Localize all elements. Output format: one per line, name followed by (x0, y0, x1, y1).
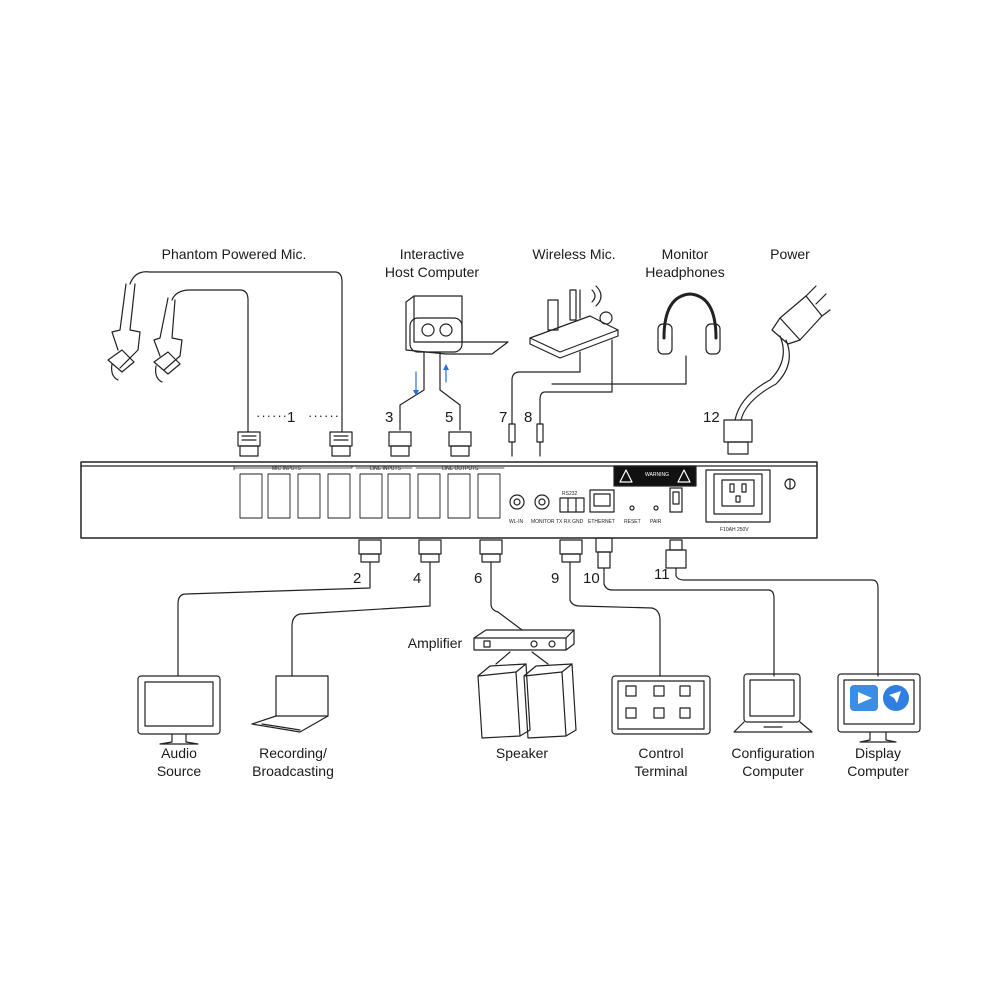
callout-10: 10 (583, 570, 600, 587)
callout-4: 4 (413, 570, 422, 587)
plug-2-icon (358, 539, 382, 563)
ground-screw-icon (784, 478, 796, 490)
callout-2: 2 (353, 570, 362, 587)
plug-9-icon (559, 539, 583, 563)
display-computer-label-line2: Computer (847, 763, 909, 779)
speaker-left-icon (477, 663, 531, 739)
monitor-out-jack-icon (534, 494, 550, 510)
warning-label (613, 465, 697, 487)
power-inlet-icon (705, 469, 771, 523)
line-out-plug-icon (448, 431, 472, 457)
plug-6-icon (479, 539, 503, 563)
mic-plug-2-icon (329, 431, 353, 457)
wireless-mic-icon (529, 285, 619, 359)
speaker-right-icon (523, 663, 577, 739)
line-outputs-label: LINE OUTPUTS (442, 466, 479, 472)
tx-rx-gnd-label: TX RX GND (556, 519, 584, 525)
rs232-port-icon (559, 497, 585, 513)
wireless-mic-label: Wireless Mic. (532, 246, 616, 262)
wl-in-label: WL-IN (509, 519, 524, 525)
callout-11: 11 (654, 566, 670, 583)
audio-source-label-line1: Audio (161, 745, 197, 761)
callout-1: 1 (287, 409, 296, 426)
phantom-mic-icon (107, 283, 183, 383)
amplifier-label: Amplifier (407, 635, 463, 651)
plug-4-icon (418, 539, 442, 563)
callout-7: 7 (499, 409, 508, 426)
recording-laptop-icon (251, 675, 329, 733)
pair-button-icon (653, 505, 659, 511)
configuration-label-line1: Configuration (731, 745, 815, 761)
host-computer-label-line1: Interactive (399, 246, 465, 262)
rs232-label: RS232 (562, 491, 578, 497)
display-computer-icon (837, 673, 921, 743)
power-label: Power (770, 246, 810, 262)
callout-8: 8 (524, 409, 533, 426)
mic-plug-1-icon (237, 431, 261, 457)
monitor-jack-icon (536, 423, 544, 457)
usb-plug-icon (665, 539, 687, 569)
display-computer-label-line1: Display (855, 745, 901, 761)
ethernet-port-icon (589, 489, 615, 513)
mic-dots-right: ······ (308, 408, 340, 423)
host-computer-label-line2: Host Computer (384, 264, 480, 280)
usb-port-icon (669, 487, 683, 513)
headphones-label-line1: Monitor (661, 246, 709, 262)
headphones-icon (657, 292, 721, 355)
callout-3: 3 (385, 409, 394, 426)
warning-text: WARNING (645, 472, 669, 478)
audio-source-label-line2: Source (156, 763, 202, 779)
mic-inputs-label: MIC INPUTS (272, 466, 302, 472)
iec-plug-icon (723, 419, 753, 455)
mic-dots-left: ······ (256, 408, 288, 423)
configuration-laptop-icon (733, 673, 813, 733)
callout-9: 9 (551, 570, 560, 587)
signal-arrows (413, 364, 449, 396)
wl-in-jack-icon (509, 494, 525, 510)
power-plug-icon (771, 285, 831, 345)
monitor-label: MONITOR (531, 519, 555, 525)
reset-label: RESET (624, 519, 641, 525)
line-in-plug-icon (388, 431, 412, 457)
ethernet-label: ETHERNET (588, 519, 615, 525)
display-app-icons (850, 685, 909, 711)
speaker-label: Speaker (495, 745, 549, 761)
wireless-jack-icon (508, 423, 516, 457)
recording-label-line2: Broadcasting (252, 763, 334, 779)
control-terminal-icon (611, 675, 711, 735)
headphones-label-line2: Headphones (645, 264, 725, 280)
recording-label-line1: Recording/ (259, 745, 327, 761)
pair-label: PAIR (650, 519, 662, 525)
control-terminal-label-line1: Control (638, 745, 684, 761)
line-inputs-label: LINE INPUTS (370, 466, 402, 472)
callout-5: 5 (445, 409, 454, 426)
audio-source-monitor-icon (137, 675, 221, 745)
callout-6: 6 (474, 570, 483, 587)
fuse-label: F10AH 250V (720, 527, 749, 533)
phantom-mic-label: Phantom Powered Mic. (161, 246, 307, 262)
host-laptop-icon (405, 295, 509, 355)
control-terminal-label-line2: Terminal (634, 763, 688, 779)
amplifier-icon (473, 629, 575, 651)
callout-12: 12 (703, 409, 720, 426)
terminal-block-group (239, 473, 501, 519)
reset-button-icon (629, 505, 635, 511)
rj45-plug-icon (595, 537, 613, 569)
configuration-label-line2: Computer (742, 763, 804, 779)
